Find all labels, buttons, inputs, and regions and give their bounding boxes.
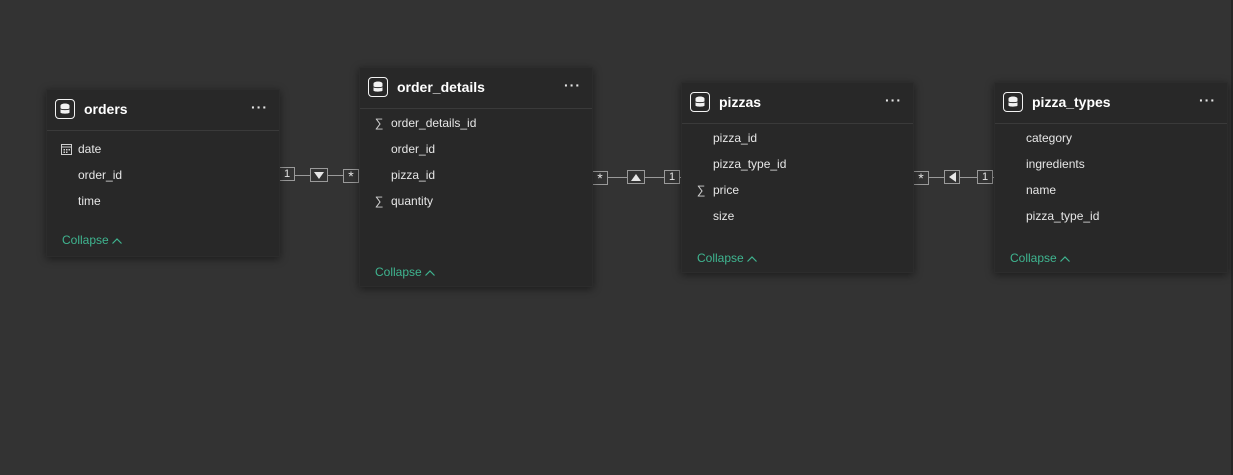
cardinality-many-badge: * [592, 171, 608, 185]
field-name: order_id [391, 142, 436, 156]
field-name: order_id [78, 168, 123, 182]
table-name: pizzas [719, 94, 762, 110]
table-name: orders [84, 101, 128, 117]
filter-direction-arrow-left-icon[interactable] [944, 170, 960, 184]
table-card-pizzas[interactable]: pizzas ··· pizza_id pizza_type_id ∑ pric… [681, 82, 914, 273]
chevron-up-icon [111, 236, 122, 247]
collapse-button[interactable]: Collapse [697, 251, 757, 265]
field-row[interactable]: ∑ order_details_id [360, 110, 592, 136]
table-card-pizza-types[interactable]: pizza_types ··· category ingredients nam… [994, 82, 1228, 273]
field-list: category ingredients name pizza_type_id [995, 125, 1227, 229]
field-name: pizza_id [391, 168, 436, 182]
field-row[interactable]: name [995, 177, 1227, 203]
table-icon [55, 99, 75, 119]
table-card-header[interactable]: pizza_types ··· [995, 83, 1227, 124]
cardinality-one-badge: 1 [664, 170, 680, 184]
field-list: pizza_id pizza_type_id ∑ price size [682, 125, 913, 229]
collapse-label: Collapse [375, 265, 422, 279]
sigma-icon: ∑ [374, 116, 384, 130]
cardinality-many-badge: * [913, 171, 929, 185]
field-row[interactable]: pizza_id [682, 125, 913, 151]
field-name: size [713, 209, 735, 223]
field-row[interactable]: ∑ price [682, 177, 913, 203]
filter-direction-arrow-down-icon[interactable] [310, 168, 328, 182]
field-name: pizza_id [713, 131, 758, 145]
field-row[interactable]: pizza_id [360, 162, 592, 188]
collapse-label: Collapse [697, 251, 744, 265]
chevron-up-icon [746, 254, 757, 265]
field-name: date [78, 142, 102, 156]
field-list: date order_id time [47, 136, 279, 214]
collapse-label: Collapse [1010, 251, 1057, 265]
field-row[interactable]: time [47, 188, 279, 214]
field-row[interactable]: pizza_type_id [995, 203, 1227, 229]
table-card-header[interactable]: orders ··· [47, 90, 279, 131]
more-options-icon[interactable]: ··· [251, 99, 268, 115]
field-name: quantity [391, 194, 434, 208]
table-card-header[interactable]: pizzas ··· [682, 83, 913, 124]
table-name: pizza_types [1032, 94, 1111, 110]
field-row[interactable]: size [682, 203, 913, 229]
table-name: order_details [397, 79, 485, 95]
chevron-up-icon [1059, 254, 1070, 265]
field-name: order_details_id [391, 116, 477, 130]
table-icon [368, 77, 388, 97]
field-name: time [78, 194, 101, 208]
field-row[interactable]: date [47, 136, 279, 162]
table-card-orders[interactable]: orders ··· date order_id time Collapse [46, 89, 280, 257]
field-list: ∑ order_details_id order_id pizza_id ∑ q… [360, 110, 592, 214]
field-row[interactable]: ∑ quantity [360, 188, 592, 214]
field-name: pizza_type_id [713, 157, 787, 171]
field-row[interactable]: pizza_type_id [682, 151, 913, 177]
field-row[interactable]: order_id [360, 136, 592, 162]
canvas-scrollbar-edge [1231, 0, 1233, 475]
more-options-icon[interactable]: ··· [885, 92, 902, 108]
collapse-button[interactable]: Collapse [62, 233, 122, 247]
field-row[interactable]: category [995, 125, 1227, 151]
field-name: pizza_type_id [1026, 209, 1100, 223]
filter-direction-arrow-up-icon[interactable] [627, 170, 645, 184]
cardinality-one-badge: 1 [279, 167, 295, 181]
chevron-up-icon [424, 268, 435, 279]
cardinality-one-badge: 1 [977, 170, 993, 184]
more-options-icon[interactable]: ··· [564, 77, 581, 93]
cardinality-many-badge: * [343, 169, 359, 183]
field-row[interactable]: ingredients [995, 151, 1227, 177]
sigma-icon: ∑ [696, 183, 706, 197]
collapse-button[interactable]: Collapse [1010, 251, 1070, 265]
field-row[interactable]: order_id [47, 162, 279, 188]
sigma-icon: ∑ [374, 194, 384, 208]
table-icon [690, 92, 710, 112]
table-card-header[interactable]: order_details ··· [360, 68, 592, 109]
field-name: ingredients [1026, 157, 1085, 171]
table-card-order-details[interactable]: order_details ··· ∑ order_details_id ord… [359, 67, 593, 287]
calendar-icon [59, 136, 73, 162]
collapse-button[interactable]: Collapse [375, 265, 435, 279]
field-name: category [1026, 131, 1073, 145]
field-name: price [713, 183, 740, 197]
collapse-label: Collapse [62, 233, 109, 247]
more-options-icon[interactable]: ··· [1199, 92, 1216, 108]
table-icon [1003, 92, 1023, 112]
field-name: name [1026, 183, 1057, 197]
